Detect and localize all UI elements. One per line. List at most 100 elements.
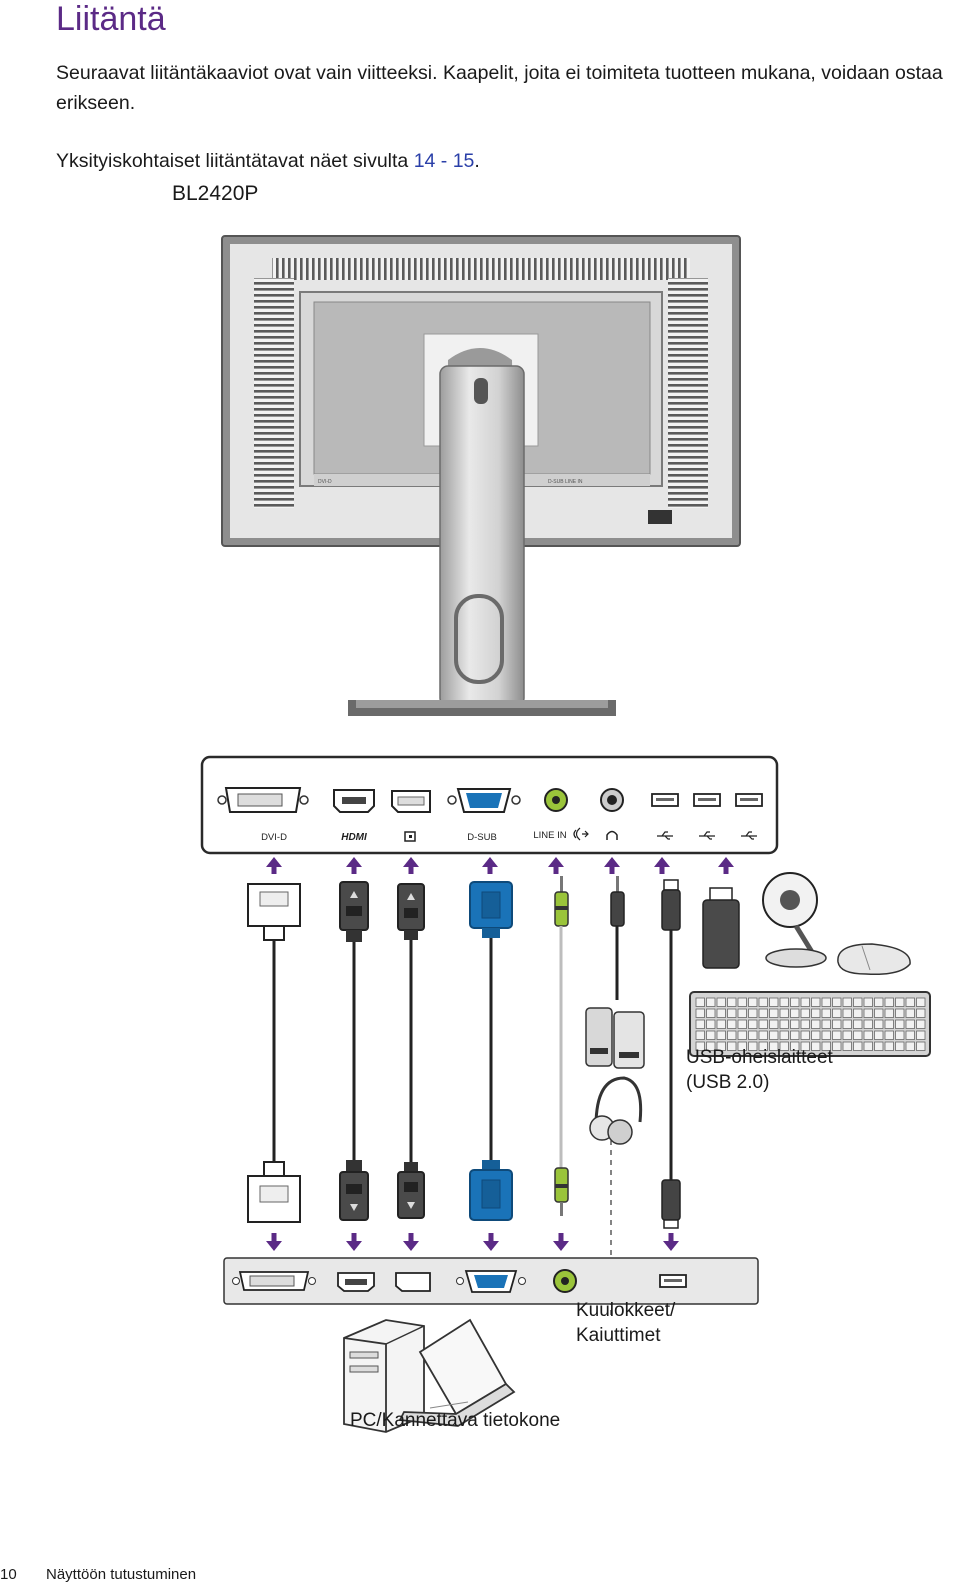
keyboard-key: [832, 1019, 842, 1029]
keyboard-key: [832, 1008, 842, 1018]
keyboard-key: [884, 1019, 894, 1029]
keyboard-key: [790, 1041, 800, 1051]
dvi-label: DVI-D: [261, 832, 287, 843]
speakers-headphones-illustration: [585, 1007, 645, 1145]
keyboard-key: [800, 1030, 810, 1040]
keyboard-key: [821, 1041, 831, 1051]
keyboard-key: [779, 997, 789, 1007]
hdmi-label: HDMI: [341, 832, 367, 843]
keyboard-key: [716, 1041, 726, 1051]
keyboard-key: [905, 1008, 915, 1018]
keyboard-key: [853, 1019, 863, 1029]
keyboard-key: [884, 1008, 894, 1018]
keyboard-key: [737, 1030, 747, 1040]
keyboard-key: [916, 1008, 926, 1018]
keyboard-key: [800, 1008, 810, 1018]
keyboard-key: [821, 1019, 831, 1029]
keyboard-key: [790, 1019, 800, 1029]
keyboard-key: [748, 1030, 758, 1040]
keyboard-key: [905, 1030, 915, 1040]
keyboard-key: [706, 997, 716, 1007]
monitor-port-panel: DVI-D HDMI D-SUB LINE IN: [200, 755, 779, 855]
keyboard-key: [790, 997, 800, 1007]
up-arrows: [266, 857, 734, 874]
pc-port-panel: [223, 1257, 759, 1305]
footer-section: Näyttöön tutustuminen: [46, 1566, 197, 1583]
details-text: Yksityiskohtaiset liitäntätavat näet siv…: [56, 146, 480, 176]
down-arrows: [266, 1233, 679, 1251]
keyboard-key: [821, 997, 831, 1007]
page-title: Liitäntä: [56, 0, 166, 38]
keyboard-key: [811, 997, 821, 1007]
usb-icon: [657, 831, 757, 840]
keyboard-key: [695, 1019, 705, 1029]
svg-text:DVI-D: DVI-D: [318, 479, 332, 485]
usb-devices-label: USB-oheislaitteet (USB 2.0): [686, 1045, 833, 1095]
keyboard-key: [800, 1041, 810, 1051]
keyboard-key: [905, 997, 915, 1007]
keyboard-key: [758, 1041, 768, 1051]
keyboard-key: [716, 1019, 726, 1029]
displayport-icon: [404, 831, 416, 842]
keyboard-key: [748, 1019, 758, 1029]
keyboard-key: [905, 1041, 915, 1051]
headphone-icon: [606, 830, 618, 840]
dsub-label: D-SUB: [467, 832, 497, 843]
keyboard-key: [769, 997, 779, 1007]
keyboard-key: [842, 1030, 852, 1040]
keyboard-key: [748, 997, 758, 1007]
keyboard-key: [758, 1019, 768, 1029]
keyboard-key: [790, 1030, 800, 1040]
keyboard-key: [800, 997, 810, 1007]
keyboard-key: [853, 1041, 863, 1051]
keyboard-key: [706, 1030, 716, 1040]
headphones-line2: Kaiuttimet: [576, 1325, 661, 1346]
keyboard-key: [748, 1041, 758, 1051]
keyboard-key: [821, 1030, 831, 1040]
keyboard-key: [716, 997, 726, 1007]
keyboard-key: [832, 1030, 842, 1040]
keyboard-key: [800, 1019, 810, 1029]
keyboard-key: [895, 1041, 905, 1051]
keyboard-key: [884, 1030, 894, 1040]
keyboard-key: [811, 1030, 821, 1040]
keyboard-key: [895, 997, 905, 1007]
keyboard-key: [737, 1041, 747, 1051]
keyboard-key: [874, 1008, 884, 1018]
cable-connectors-top: [247, 876, 681, 942]
keyboard-key: [874, 997, 884, 1007]
keyboard-key: [727, 1008, 737, 1018]
keyboard-key: [916, 1030, 926, 1040]
keyboard-key: [863, 1019, 873, 1029]
keyboard-key: [842, 1041, 852, 1051]
details-suffix: .: [474, 150, 480, 172]
keyboard-key: [916, 1019, 926, 1029]
keyboard-key: [895, 1030, 905, 1040]
keyboard-key: [863, 1008, 873, 1018]
keyboard-key: [727, 1030, 737, 1040]
keyboard-key: [863, 1041, 873, 1051]
keyboard-key: [716, 1030, 726, 1040]
keyboard-key: [779, 1030, 789, 1040]
details-prefix: Yksityiskohtaiset liitäntätavat näet siv…: [56, 150, 414, 172]
keyboard-key: [727, 997, 737, 1007]
keyboard-key: [884, 1041, 894, 1051]
keyboard-key: [769, 1030, 779, 1040]
pc-label: PC/Kannettava tietokone: [350, 1410, 561, 1431]
keyboard-key: [863, 997, 873, 1007]
keyboard-key: [695, 1030, 705, 1040]
page-link[interactable]: 14 - 15: [413, 150, 475, 172]
keyboard-key: [842, 997, 852, 1007]
model-name: BL2420P: [172, 182, 259, 205]
keyboard-key: [769, 1041, 779, 1051]
keyboard-key: [758, 997, 768, 1007]
line-in-label: LINE IN: [533, 830, 566, 841]
keyboard-key: [695, 1008, 705, 1018]
audio-in-icon: [573, 827, 589, 841]
usb-devices-line2: (USB 2.0): [686, 1072, 770, 1093]
keyboard-key: [832, 1041, 842, 1051]
keyboard-key: [779, 1019, 789, 1029]
keyboard-key: [842, 1008, 852, 1018]
keyboard-key: [758, 1030, 768, 1040]
